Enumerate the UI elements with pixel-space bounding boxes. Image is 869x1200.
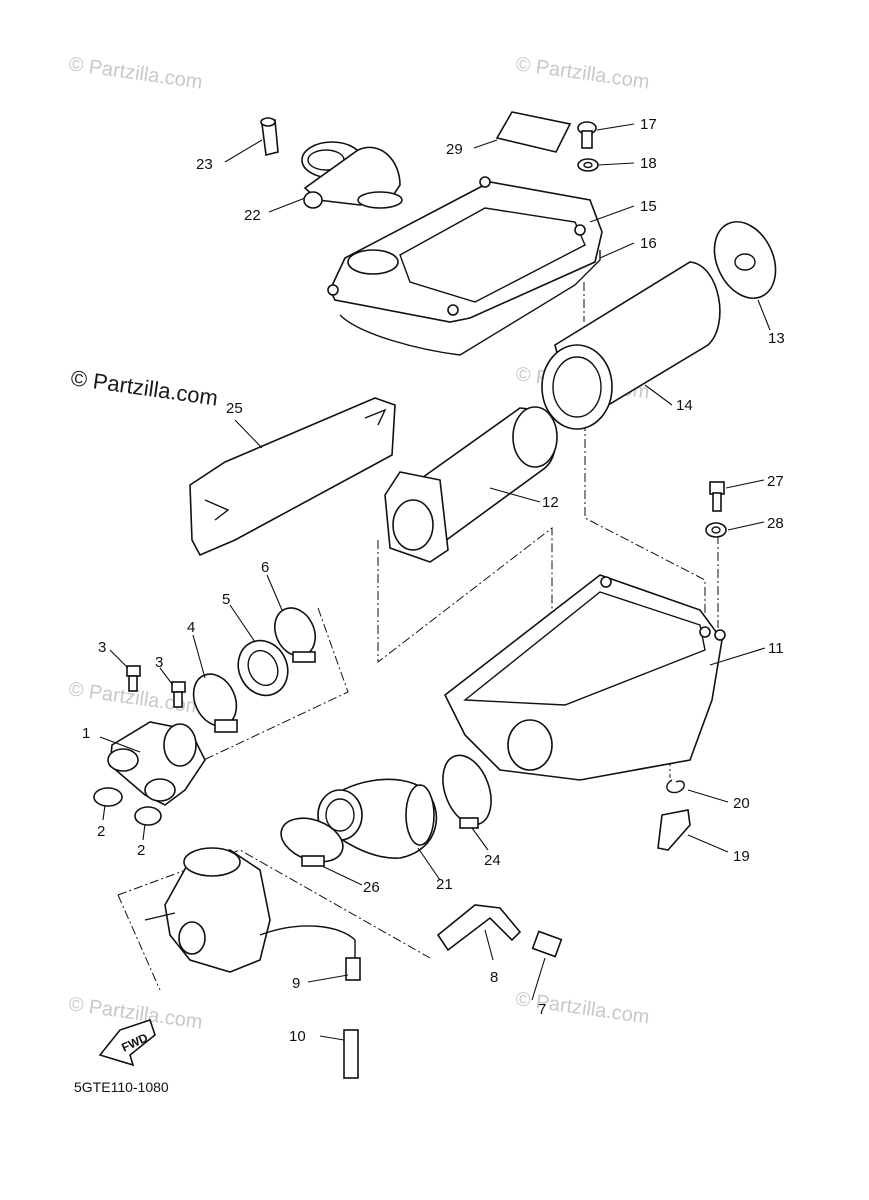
air-box-case bbox=[443, 574, 726, 781]
carburetor bbox=[144, 847, 271, 973]
callout-14: 14 bbox=[676, 397, 693, 414]
filter-guide bbox=[384, 406, 558, 563]
callout-29: 29 bbox=[446, 141, 463, 158]
callout-11: 11 bbox=[768, 640, 784, 657]
callout-3: 3 bbox=[98, 639, 106, 656]
callout-27: 27 bbox=[767, 473, 784, 490]
hose-8 bbox=[436, 904, 522, 952]
drain-cap-19 bbox=[657, 809, 691, 851]
callout-1: 1 bbox=[82, 725, 90, 742]
callout-25: 25 bbox=[226, 400, 243, 417]
bolt-3a bbox=[126, 665, 141, 692]
callout-17: 17 bbox=[640, 116, 657, 133]
filter-cap bbox=[713, 221, 777, 299]
vent-hose-system bbox=[259, 925, 361, 1079]
watermark-prominent: © Partzilla.com bbox=[69, 365, 219, 410]
callout-24: 24 bbox=[484, 852, 501, 869]
clip-20 bbox=[666, 779, 685, 794]
air-filter-element bbox=[541, 261, 721, 430]
watermark: © Partzilla.com bbox=[514, 53, 651, 94]
protector-sheet bbox=[189, 397, 396, 557]
label-29 bbox=[495, 111, 572, 153]
watermark: © Partzilla.com bbox=[67, 53, 204, 94]
callout-4: 4 bbox=[187, 619, 195, 636]
washer-18 bbox=[577, 158, 599, 172]
callout-13: 13 bbox=[768, 330, 785, 347]
breather-hose-23 bbox=[260, 117, 279, 156]
callout-23: 23 bbox=[196, 156, 213, 173]
diagram-code: 5GTE110-1080 bbox=[74, 1079, 169, 1095]
intake-elbow-joint bbox=[301, 141, 403, 209]
callout-21: 21 bbox=[436, 876, 453, 893]
air-box-joint bbox=[317, 778, 438, 859]
forward-arrow-icon: FWD bbox=[98, 1018, 156, 1067]
callout-20: 20 bbox=[733, 795, 750, 812]
bolt-3b bbox=[171, 681, 186, 708]
callout-16: 16 bbox=[640, 235, 657, 252]
air-box-cover bbox=[327, 176, 603, 323]
callout-2: 2 bbox=[97, 823, 105, 840]
o-ring-2a bbox=[93, 787, 123, 807]
callout-10: 10 bbox=[289, 1028, 306, 1045]
callout-5: 5 bbox=[222, 591, 230, 608]
o-ring-2b bbox=[134, 806, 162, 826]
clamp-band-4 bbox=[192, 673, 238, 733]
clamp-band-26 bbox=[280, 817, 344, 867]
cover-gasket bbox=[339, 250, 601, 356]
callout-9: 9 bbox=[292, 975, 300, 992]
callout-19: 19 bbox=[733, 848, 750, 865]
bolt-27 bbox=[709, 481, 725, 512]
fitting-7 bbox=[531, 930, 563, 958]
collar-28 bbox=[705, 522, 727, 538]
callout-22: 22 bbox=[244, 207, 261, 224]
callout-7: 7 bbox=[538, 1001, 546, 1018]
clamp-band-6 bbox=[273, 607, 317, 663]
watermark: © Partzilla.com bbox=[514, 988, 651, 1029]
leader-lines bbox=[99, 123, 771, 1041]
clamp-band-24 bbox=[442, 754, 492, 829]
callout-8: 8 bbox=[490, 969, 498, 986]
intake-manifold bbox=[107, 721, 206, 806]
callout-6: 6 bbox=[261, 559, 269, 576]
callout-12: 12 bbox=[542, 494, 559, 511]
callout-3: 3 bbox=[155, 654, 163, 671]
callout-26: 26 bbox=[363, 879, 380, 896]
screw-17 bbox=[577, 121, 597, 149]
callout-28: 28 bbox=[767, 515, 784, 532]
joint-5 bbox=[237, 639, 289, 697]
callout-18: 18 bbox=[640, 155, 657, 172]
callout-labels: 1 2 2 3 3 4 5 6 7 8 9 10 11 12 13 14 15 … bbox=[82, 116, 785, 1045]
callout-2: 2 bbox=[137, 842, 145, 859]
callout-15: 15 bbox=[640, 198, 657, 215]
